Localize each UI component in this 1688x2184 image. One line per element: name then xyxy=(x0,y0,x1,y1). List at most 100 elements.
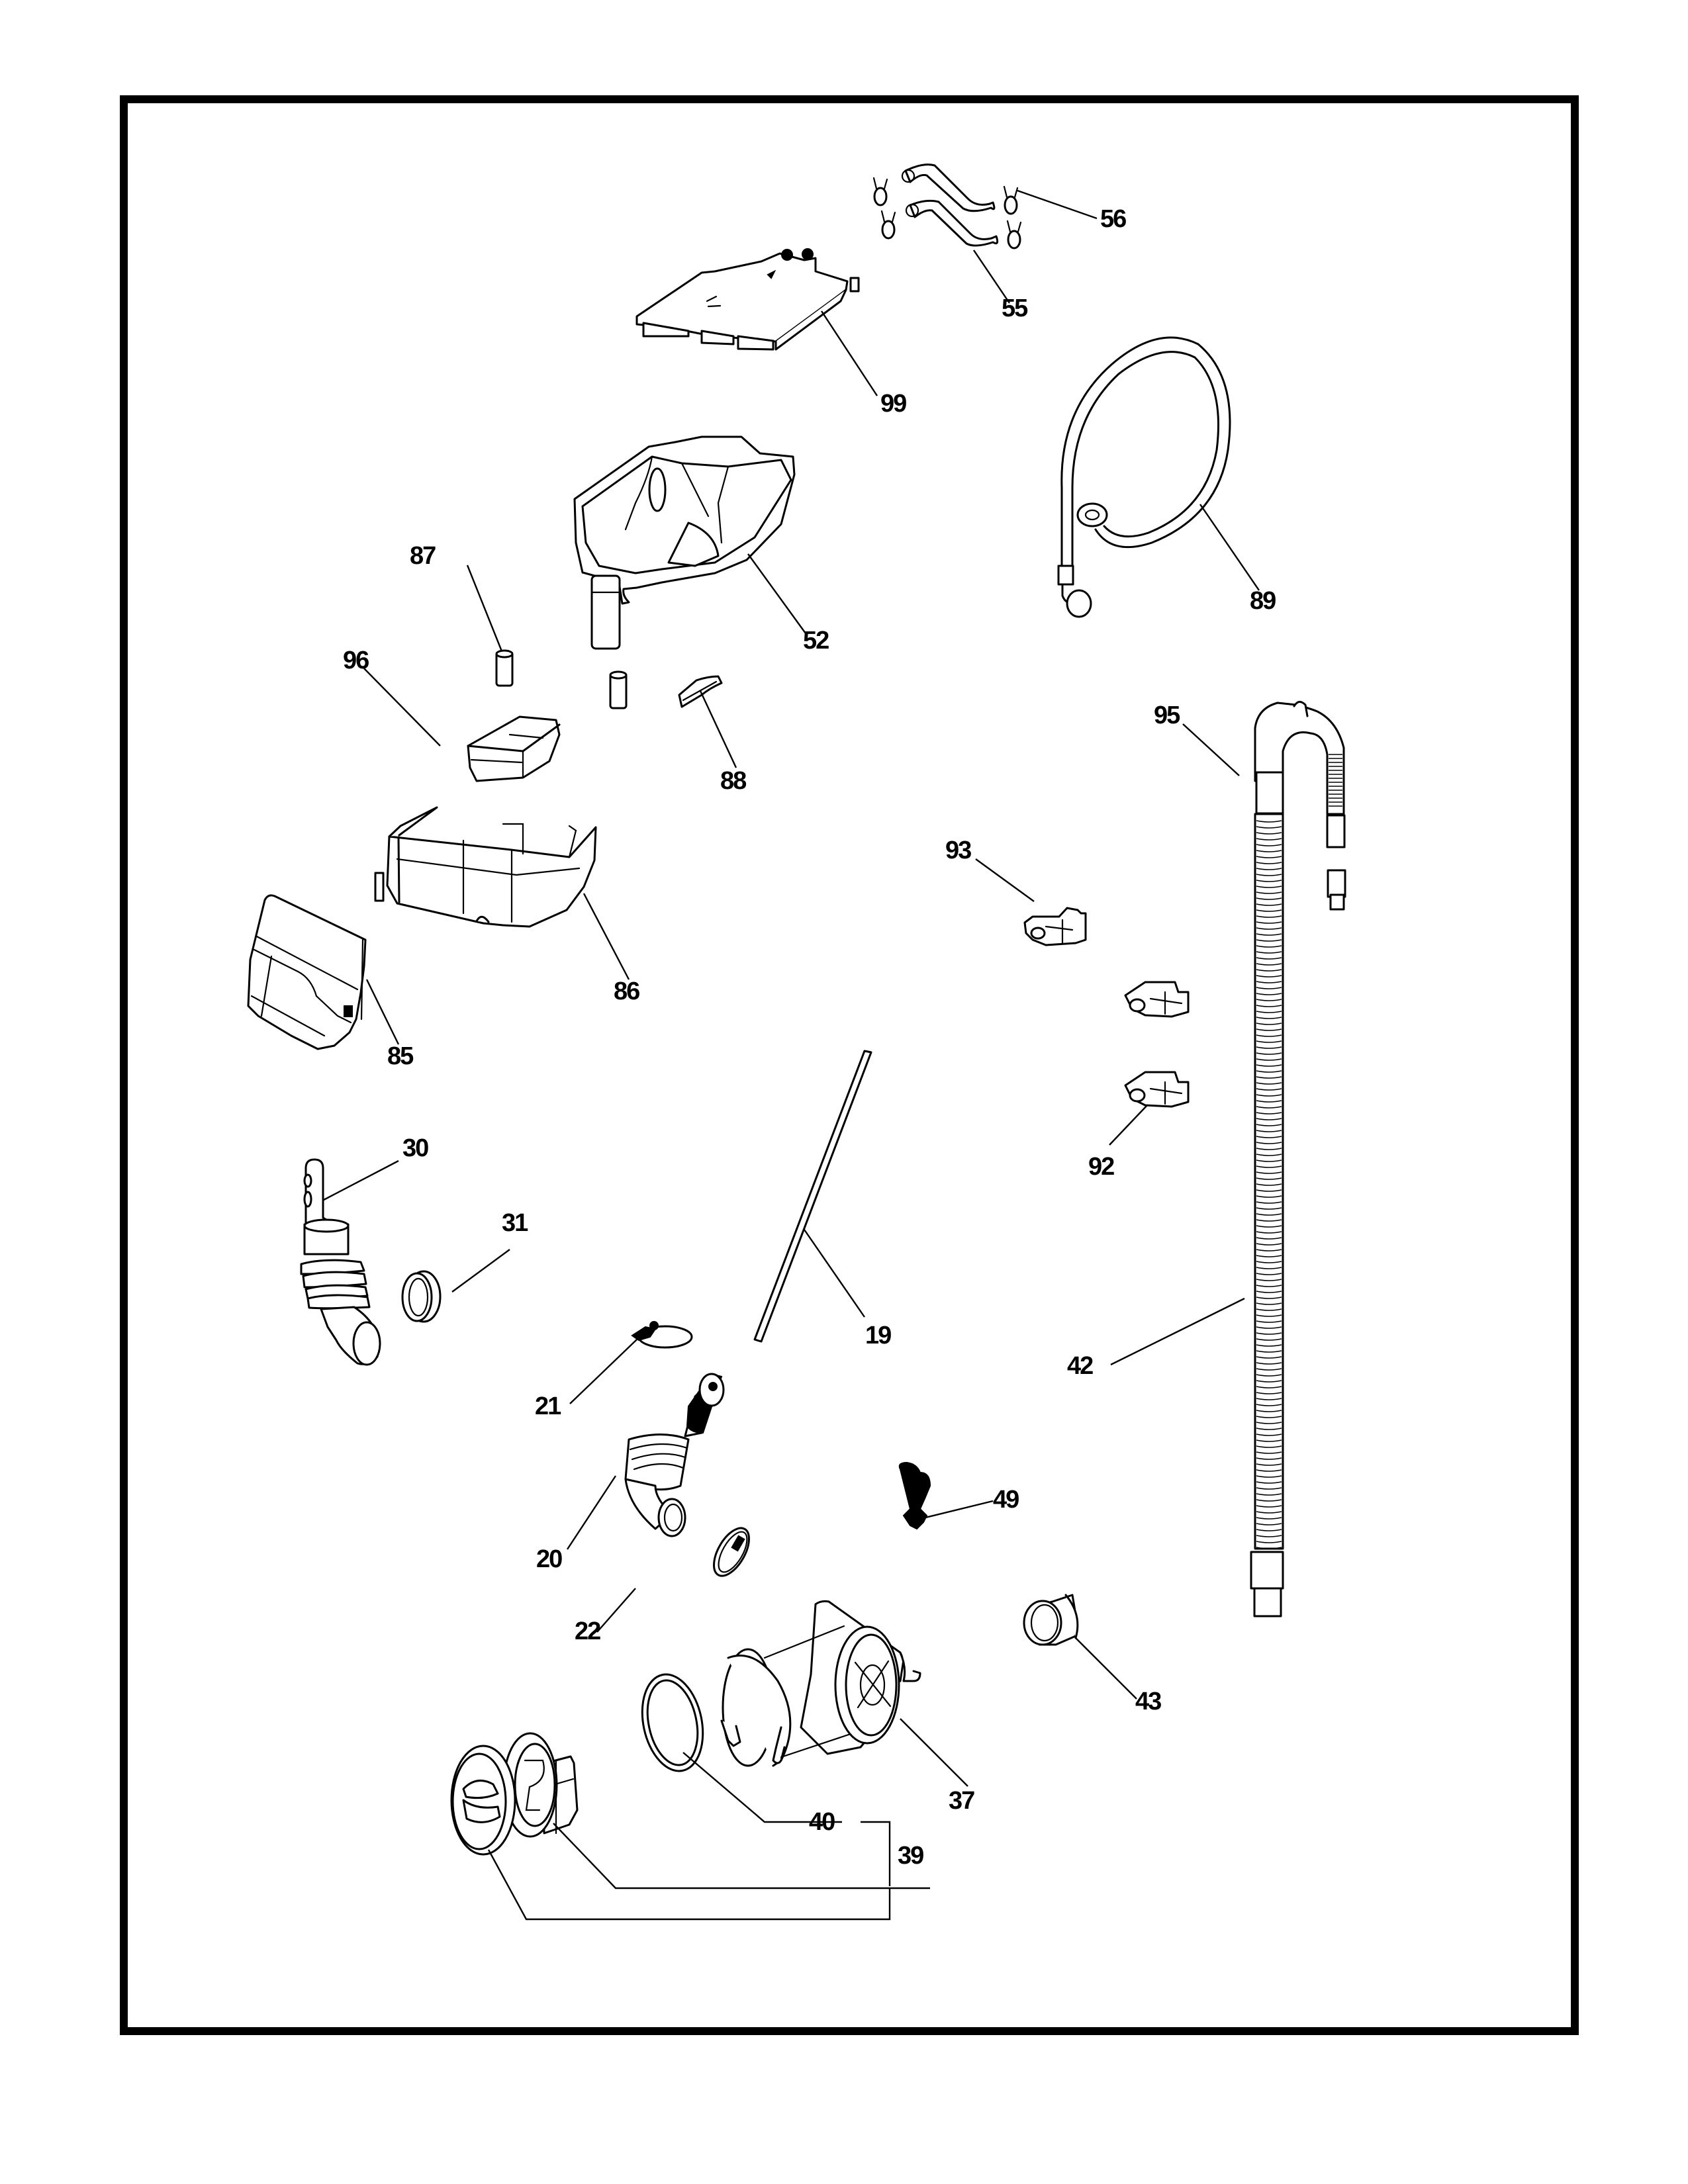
callout-88: 88 xyxy=(720,767,746,795)
part-40-o-ring[interactable] xyxy=(634,1668,712,1776)
part-85-drawer-handle[interactable] xyxy=(247,894,367,1050)
part-99-control-board[interactable] xyxy=(635,248,860,351)
leader-95 xyxy=(1182,723,1240,776)
leader-89 xyxy=(1199,504,1260,591)
hose-rib xyxy=(1256,874,1282,876)
part-39-filter[interactable] xyxy=(502,1732,579,1838)
hose-rib xyxy=(1256,1070,1282,1073)
callout-49: 49 xyxy=(993,1486,1019,1514)
leader-22 xyxy=(596,1588,636,1633)
hose-rib xyxy=(1256,1094,1282,1097)
hose-rib xyxy=(1256,1267,1282,1269)
hose-rib xyxy=(1256,1398,1282,1400)
callout-93: 93 xyxy=(945,837,971,864)
part-31-seal[interactable] xyxy=(401,1270,442,1323)
leader-31 xyxy=(451,1249,510,1293)
hose-rib xyxy=(1256,957,1282,960)
hose-rib xyxy=(1256,1422,1282,1424)
part-42-drain-hose[interactable] xyxy=(1250,754,1342,1617)
callout-92: 92 xyxy=(1088,1153,1114,1181)
part-43-adapter[interactable] xyxy=(1023,1594,1079,1646)
hose-rib xyxy=(1256,1469,1282,1472)
part-93-hose-clip[interactable] xyxy=(1023,907,1087,946)
part-37-pump-housing[interactable] xyxy=(720,1600,921,1767)
callout-31: 31 xyxy=(502,1209,528,1237)
hose-rib xyxy=(1256,868,1282,870)
hose-rib xyxy=(1256,1183,1282,1186)
hose-rib xyxy=(1256,1308,1282,1311)
part-30-bellows-hose[interactable] xyxy=(300,1158,381,1366)
hose-rib xyxy=(1256,1463,1282,1466)
leader-93 xyxy=(975,858,1035,902)
callout-87: 87 xyxy=(410,542,436,570)
hose-rib xyxy=(1256,1493,1282,1496)
hose-rib xyxy=(1256,1034,1282,1037)
hose-rib xyxy=(1256,1261,1282,1263)
part-52-dispenser-housing[interactable] xyxy=(573,435,796,650)
hose-rib xyxy=(1256,933,1282,936)
callout-85: 85 xyxy=(387,1042,414,1070)
hose-rib xyxy=(1256,1106,1282,1109)
hose-rib xyxy=(1256,1148,1282,1150)
hose-rib xyxy=(1256,1416,1282,1418)
part-96-softener-cup[interactable] xyxy=(467,715,561,782)
callout-56: 56 xyxy=(1100,205,1126,233)
hose-rib xyxy=(1256,1023,1282,1025)
hose-rib xyxy=(1256,1189,1282,1192)
callout-20: 20 xyxy=(536,1545,562,1573)
part-87-siphon-caps[interactable] xyxy=(495,649,628,709)
hose-rib xyxy=(1256,891,1282,894)
hose-rib xyxy=(1256,1160,1282,1162)
leader-92 xyxy=(1109,1105,1148,1146)
hose-rib xyxy=(1256,1517,1282,1520)
hose-rib xyxy=(1256,1332,1282,1335)
callout-43: 43 xyxy=(1135,1688,1161,1715)
part-19-rod[interactable] xyxy=(753,1050,872,1343)
hose-rib xyxy=(1256,1356,1282,1359)
part-49-plug[interactable] xyxy=(898,1461,931,1530)
leader-43 xyxy=(1075,1637,1137,1700)
hose-rib xyxy=(1256,1433,1282,1436)
hose-rib xyxy=(1256,903,1282,906)
hose-rib xyxy=(1256,1457,1282,1460)
hose-rib xyxy=(1256,850,1282,852)
hose-rib xyxy=(1256,1350,1282,1353)
hose-rib xyxy=(1256,1511,1282,1514)
hose-rib xyxy=(1256,915,1282,918)
hose-rib xyxy=(1256,987,1282,989)
hose-rib xyxy=(1256,1302,1282,1305)
leader-99 xyxy=(820,310,878,396)
hose-rib xyxy=(1256,1171,1282,1174)
part-22-hose-clamp[interactable] xyxy=(707,1522,757,1581)
part-56-hose-clamps[interactable] xyxy=(872,177,1022,250)
hose-rib xyxy=(1256,1165,1282,1168)
leader-86 xyxy=(583,893,630,980)
part-92-hose-clips[interactable] xyxy=(1124,981,1190,1108)
hose-rib xyxy=(1256,909,1282,912)
part-filter-cap[interactable] xyxy=(450,1745,516,1856)
hose-rib xyxy=(1256,1195,1282,1198)
hose-rib xyxy=(1256,1291,1282,1293)
hose-rib xyxy=(1256,1112,1282,1115)
callout-40: 40 xyxy=(809,1808,835,1836)
callout-19: 19 xyxy=(865,1322,891,1349)
hose-rib xyxy=(1256,844,1282,846)
part-20-drain-bellows[interactable] xyxy=(624,1373,725,1537)
part-21-wire-clamp[interactable] xyxy=(631,1321,693,1349)
hose-rib xyxy=(1256,981,1282,983)
part-55-hoses[interactable] xyxy=(901,163,999,247)
hose-rib xyxy=(1256,1201,1282,1204)
leader-55 xyxy=(973,250,1010,304)
part-89-inlet-hose[interactable] xyxy=(1057,336,1231,618)
hose-rib xyxy=(1256,1213,1282,1216)
hose-rib xyxy=(1256,1314,1282,1317)
hose-rib xyxy=(1256,1404,1282,1406)
leader-56 xyxy=(1017,189,1098,220)
part-86-detergent-drawer[interactable] xyxy=(374,806,597,928)
hose-rib xyxy=(1256,1273,1282,1275)
hose-rib xyxy=(1256,921,1282,924)
part-95-drain-hose-bend[interactable] xyxy=(1254,701,1346,911)
hose-rib xyxy=(1256,1499,1282,1502)
hose-rib xyxy=(1256,975,1282,978)
hose-rib xyxy=(1256,1529,1282,1531)
